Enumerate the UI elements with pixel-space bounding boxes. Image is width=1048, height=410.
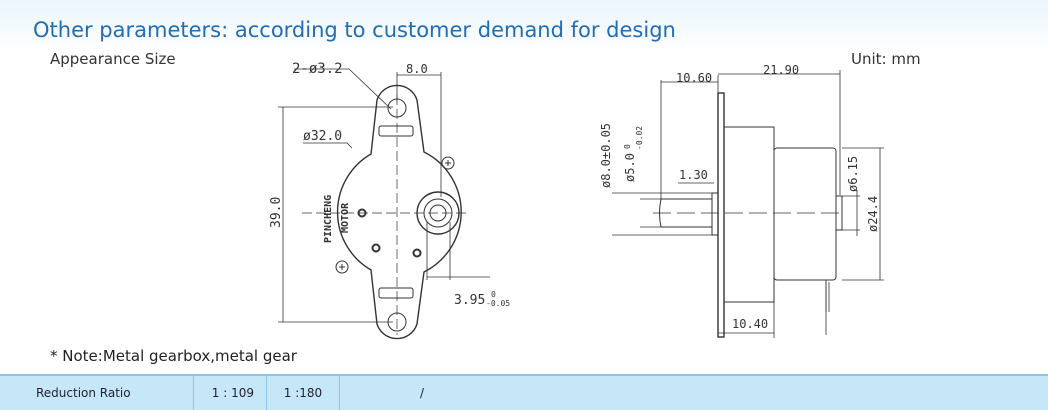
offset-dim: 3.95 (454, 293, 485, 308)
dim-5-tol-lower: -0.02 (635, 126, 644, 150)
dim-21-90: 21.90 (763, 63, 799, 77)
header-band (0, 0, 1048, 52)
tol-lower: -0.05 (486, 299, 510, 308)
diameter-dim: ø32.0 (303, 129, 342, 144)
width-dim: 8.0 (406, 62, 428, 76)
ratio-value: / (420, 386, 425, 400)
tol-upper: 0 (491, 290, 496, 299)
dim-10-40: 10.40 (732, 317, 768, 331)
dim-10-60: 10.60 (676, 71, 712, 85)
reduction-ratio-row: Reduction Ratio 1 : 109 1 :180 / (0, 374, 1048, 410)
unit-label: Unit: mm (851, 50, 921, 68)
ratio-value: 1 :180 (267, 376, 340, 410)
page-title: Other parameters: according to customer … (33, 18, 676, 42)
dim-6-15: ø6.15 (846, 156, 860, 192)
side-view: 10.60 21.90 1.30 ø8.0±0.05 ø5.0 0 -0.02 … (599, 63, 884, 338)
dim-5-0: ø5.0 (623, 153, 637, 182)
note-text: * Note:Metal gearbox,metal gear (50, 347, 297, 365)
dim-5-tol-upper: 0 (623, 144, 632, 149)
brand-text-2: MOTOR (340, 202, 351, 233)
ratio-value: 1 : 109 (194, 376, 267, 410)
section-label: Appearance Size (50, 50, 176, 68)
height-dim: 39.0 (269, 197, 284, 228)
dim-24-4: ø24.4 (866, 196, 880, 232)
dim-1-30: 1.30 (679, 168, 708, 182)
row-label: Reduction Ratio (0, 376, 194, 410)
brand-text: PINCHENG (323, 195, 334, 243)
holes-dim: 2-ø3.2 (292, 61, 343, 77)
front-view: 2-ø3.2 8.0 ø32.0 39.0 3.95 0 -0.05 PINCH… (269, 61, 510, 340)
dim-8-0: ø8.0±0.05 (599, 123, 613, 188)
